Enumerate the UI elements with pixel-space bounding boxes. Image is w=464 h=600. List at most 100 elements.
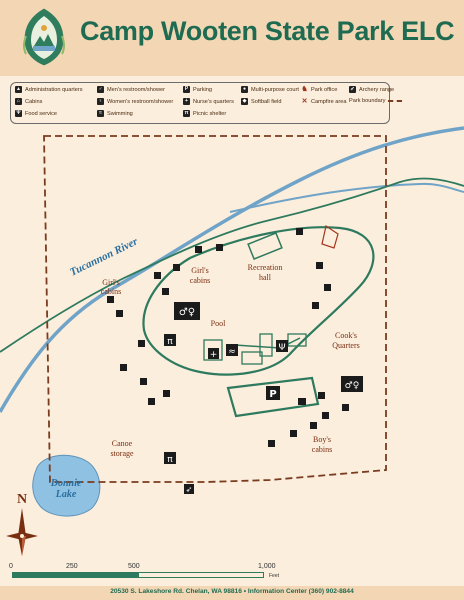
legend-item: ●Multi-purpose court: [241, 86, 299, 93]
cabin-icon: [318, 392, 325, 399]
boundary-line: [388, 100, 403, 102]
cabin-icon: [216, 244, 223, 251]
cabin-icon: [290, 430, 297, 437]
building-icon: ▲: [15, 86, 22, 93]
park-boundary: [43, 135, 387, 483]
nurse-icon: +: [183, 98, 190, 105]
cabin-icon: [148, 398, 155, 405]
boys-cabins-label-2: cabins: [312, 445, 332, 454]
svg-text:≈: ≈: [228, 347, 236, 357]
cabin-icon: [296, 228, 303, 235]
scale-tick-500: 500: [128, 563, 140, 570]
main-road: [0, 177, 464, 353]
scale-tick-0: 0: [9, 563, 13, 570]
header-bar: Camp Wooten State Park ELC: [0, 0, 464, 76]
svg-text:♂♀: ♂♀: [345, 381, 360, 391]
cooks-quarters-label-2: Quarters: [332, 341, 360, 350]
scale-tick-250: 250: [66, 563, 78, 570]
river-tributary: [229, 182, 464, 213]
cabin-icon: [154, 272, 161, 279]
cabin-icon: [298, 398, 306, 405]
recreation-hall-label-2: hall: [259, 273, 272, 282]
pool-area: [203, 339, 223, 361]
svg-text:P: P: [269, 389, 276, 400]
girls-cabins-center-label-1: Girl's: [191, 266, 208, 275]
softball-icon: ◆: [241, 98, 248, 105]
cabin-icon: [312, 302, 319, 309]
north-arrow-icon: N: [6, 492, 38, 556]
legend-item: +Nurse's quarters: [183, 98, 234, 105]
picnic-shelter-icon: π: [164, 452, 176, 465]
parking-icon: P: [266, 386, 280, 400]
cabin-icon: [173, 264, 180, 271]
picnic-shelter-icon: π: [164, 334, 176, 347]
cabin-icon: [316, 262, 323, 269]
cooks-quarters-label-1: Cook's: [335, 331, 357, 340]
womens-restroom-icon: ♀: [97, 98, 104, 105]
cabin-icon: [116, 310, 123, 317]
cabin-icon: [342, 404, 349, 411]
cabin-icon: [195, 246, 202, 253]
restroom-icon: ♂♀: [174, 302, 200, 320]
cabin-icon: [268, 440, 275, 447]
restroom-icon: ♂♀: [341, 376, 363, 392]
scale-bar-green: [12, 572, 138, 578]
archery-icon: ➶: [184, 484, 194, 494]
nurse-icon: +: [208, 348, 219, 360]
girls-cabins-left-label-1: Girl's: [102, 278, 119, 287]
parking-lot: [226, 376, 320, 418]
picnic-shelter-icon: π: [183, 110, 190, 117]
map-title: Camp Wooten State Park ELC: [80, 16, 455, 46]
recreation-hall-label-1: Recreation: [248, 263, 283, 272]
svg-text:♂♀: ♂♀: [179, 307, 195, 318]
multipurpose-court: [259, 333, 273, 357]
north-label: N: [17, 492, 27, 507]
archery-icon: ➶: [349, 86, 356, 93]
legend-item: ♀Women's restroom/shower: [97, 98, 174, 105]
svg-text:+: +: [210, 350, 218, 360]
tucannon-river: [0, 126, 464, 413]
svg-text:Ψ: Ψ: [278, 343, 285, 353]
park-office-icon: ♞: [301, 86, 308, 93]
cabin-icon: ⌂: [15, 98, 22, 105]
map-canvas: ♂♀ ♂♀ π ≈ Ψ + P π: [0, 126, 464, 556]
legend-item: Park boundary: [349, 98, 403, 104]
canoe-storage-label-2: storage: [110, 449, 134, 458]
lake-label-line-1: Donnie: [50, 478, 82, 489]
cabin-markers: [107, 228, 349, 447]
legend-item: ◆Softball field: [241, 98, 282, 105]
legend-item: ≈Swimming: [97, 110, 133, 117]
scale-unit: Feet: [269, 573, 280, 579]
canoe-storage-label-1: Canoe: [112, 439, 133, 448]
girls-cabins-center-label-2: cabins: [190, 276, 210, 285]
cabin-icon: [140, 378, 147, 385]
svg-text:➶: ➶: [186, 485, 193, 494]
scale-bar-light: [138, 572, 264, 578]
recreation-hall-building: [247, 231, 283, 261]
park-office-icon: [321, 225, 339, 249]
river-label: Tucannon River: [68, 235, 140, 278]
cabin-icon: [107, 296, 114, 303]
food-icon: Ψ: [276, 340, 288, 353]
girls-cabins-left-label-2: cabins: [101, 287, 121, 296]
pool-label: Pool: [211, 319, 226, 328]
parking-icon: P: [183, 86, 190, 93]
campfire-icon: ✕: [301, 98, 308, 105]
scale-tick-1000: 1,000: [258, 563, 276, 570]
cabin-icon: [310, 422, 317, 429]
scale-bar: 0 250 500 1,000 Feet: [0, 560, 464, 586]
dining-hall: [241, 351, 263, 365]
mens-restroom-icon: ♂: [97, 86, 104, 93]
legend-item: ♞Park office: [301, 86, 338, 93]
cabin-icon: [120, 364, 127, 371]
legend-item: ⌂Cabins: [15, 98, 43, 105]
cabin-icon: [324, 284, 331, 291]
lake-label-line-2: Lake: [55, 489, 77, 500]
svg-text:π: π: [167, 337, 173, 347]
swimming-icon: ≈: [226, 344, 238, 357]
footer-bar: 20530 S. Lakeshore Rd. Chelan, WA 98816 …: [0, 586, 464, 600]
cabin-icon: [162, 288, 169, 295]
